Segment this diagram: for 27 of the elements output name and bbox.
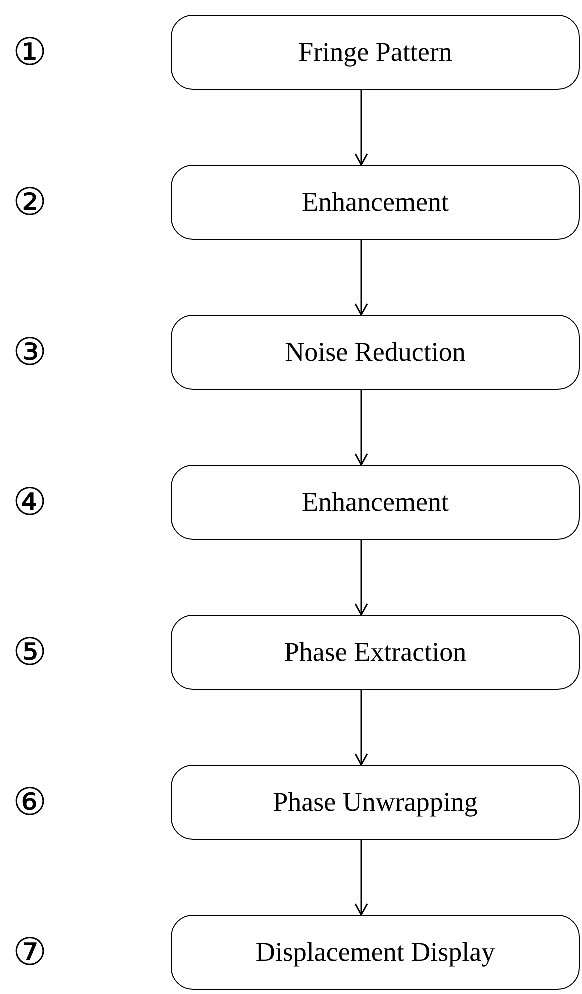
step-number: ② [13, 184, 47, 222]
box-label: Phase Unwrapping [273, 787, 478, 818]
process-box [171, 765, 580, 840]
process-box [171, 915, 580, 990]
box-label: Enhancement [302, 487, 449, 518]
box-label: Fringe Pattern [298, 37, 452, 68]
arrow [354, 690, 368, 766]
process-box [171, 315, 580, 390]
step-number: ⑤ [13, 634, 47, 672]
process-box [171, 165, 580, 240]
box-label: Displacement Display [256, 937, 496, 968]
arrow [354, 540, 368, 616]
box-label: Phase Extraction [284, 637, 467, 668]
process-box [171, 15, 580, 90]
arrow [354, 240, 368, 316]
step-number: ⑥ [13, 784, 47, 822]
step-number: ③ [13, 334, 47, 372]
process-box [171, 615, 580, 690]
step-number: ① [13, 34, 47, 72]
box-label: Noise Reduction [285, 337, 466, 368]
arrow [354, 840, 368, 916]
process-box [171, 465, 580, 540]
arrow [354, 90, 368, 166]
box-label: Enhancement [302, 187, 449, 218]
step-number: ⑦ [13, 934, 47, 972]
step-number: ④ [13, 484, 47, 522]
arrow [354, 390, 368, 466]
